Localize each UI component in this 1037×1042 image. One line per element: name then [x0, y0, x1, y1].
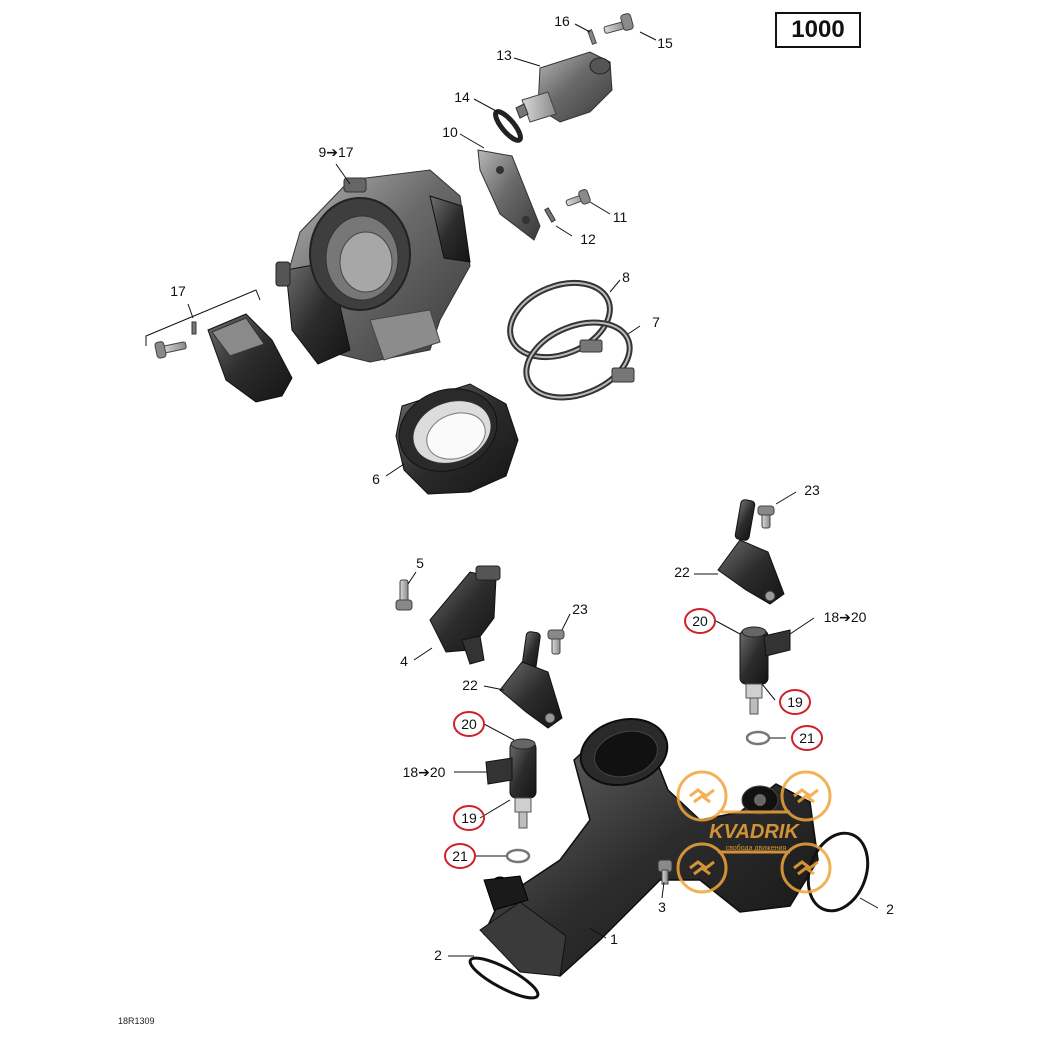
part-injector-18-upper [739, 626, 791, 715]
part-throttle-body-9 [275, 169, 471, 365]
callout-5: 5 [416, 555, 424, 571]
part-intake-manifold-1 [479, 718, 819, 977]
callout-21-lower: 21 [452, 848, 468, 864]
part-seal-2-left [468, 956, 540, 1000]
callout-9-17: 9➔17 [318, 144, 353, 160]
callout-23-upper: 23 [804, 482, 820, 498]
callout-10: 10 [442, 124, 458, 140]
callout-15: 15 [657, 35, 673, 51]
callout-2-right: 2 [886, 901, 894, 917]
part-o-ring-14 [493, 109, 523, 143]
callout-19-upper: 19 [787, 694, 803, 710]
part-clamp-7 [523, 319, 635, 401]
part-plate-10 [477, 149, 541, 241]
callout-14: 14 [454, 89, 470, 105]
callout-22-lower: 22 [462, 677, 478, 693]
part-clamp-8 [507, 279, 613, 361]
part-sensor-17 [154, 313, 293, 403]
callout-19-lower: 19 [461, 810, 477, 826]
part-screw-11 [565, 189, 591, 207]
part-o-ring-21-upper [745, 730, 771, 746]
part-idle-valve-13 [515, 51, 613, 123]
callout-1: 1 [610, 931, 618, 947]
watermark-brand: KVADRIK [709, 821, 800, 843]
part-screw-3 [657, 859, 673, 885]
highlight-circles [444, 608, 823, 869]
part-injector-18-lower [485, 738, 537, 829]
callout-2-left: 2 [434, 947, 442, 963]
model-label: 1000 [791, 16, 845, 43]
callout-11: 11 [613, 209, 628, 225]
reference-code: 18R1309 [118, 1016, 155, 1026]
callout-18-20-lower: 18➔20 [403, 764, 446, 780]
part-pin-16 [587, 29, 597, 45]
callout-23-lower: 23 [572, 601, 588, 617]
leader-lines [335, 23, 879, 957]
watermark-tagline: свобода движения [726, 844, 787, 852]
callout-labels: 16 15 13 14 10 9➔17 11 12 17 8 7 6 23 22… [170, 13, 894, 963]
model-label-box: 1000 [775, 12, 861, 48]
callout-6: 6 [372, 471, 380, 487]
callout-7: 7 [652, 314, 660, 330]
part-o-ring-21-lower [505, 848, 531, 864]
part-fuel-rail-22-upper [717, 499, 785, 605]
part-screw-15 [603, 13, 634, 34]
callout-3: 3 [658, 899, 666, 915]
part-map-sensor-4 [429, 565, 501, 665]
callout-16: 16 [554, 13, 570, 29]
part-pin-12 [544, 207, 556, 223]
callout-13: 13 [496, 47, 512, 63]
callout-18-20-upper: 18➔20 [824, 609, 867, 625]
callout-8: 8 [622, 269, 630, 285]
callout-22-upper: 22 [674, 564, 690, 580]
callout-12: 12 [580, 231, 596, 247]
bracket-17 [145, 289, 261, 346]
part-fuel-rail-22-lower [499, 629, 565, 729]
part-adaptor-6 [395, 383, 519, 495]
callout-21-upper: 21 [799, 730, 815, 746]
callout-20-lower: 20 [461, 716, 477, 732]
part-seal-2-right [806, 831, 870, 913]
callout-20-upper: 20 [692, 613, 708, 629]
callout-4: 4 [400, 653, 408, 669]
part-screw-5 [395, 579, 413, 611]
callout-17: 17 [170, 283, 186, 299]
watermark-logo: KVADRIK свобода движения [676, 770, 832, 894]
